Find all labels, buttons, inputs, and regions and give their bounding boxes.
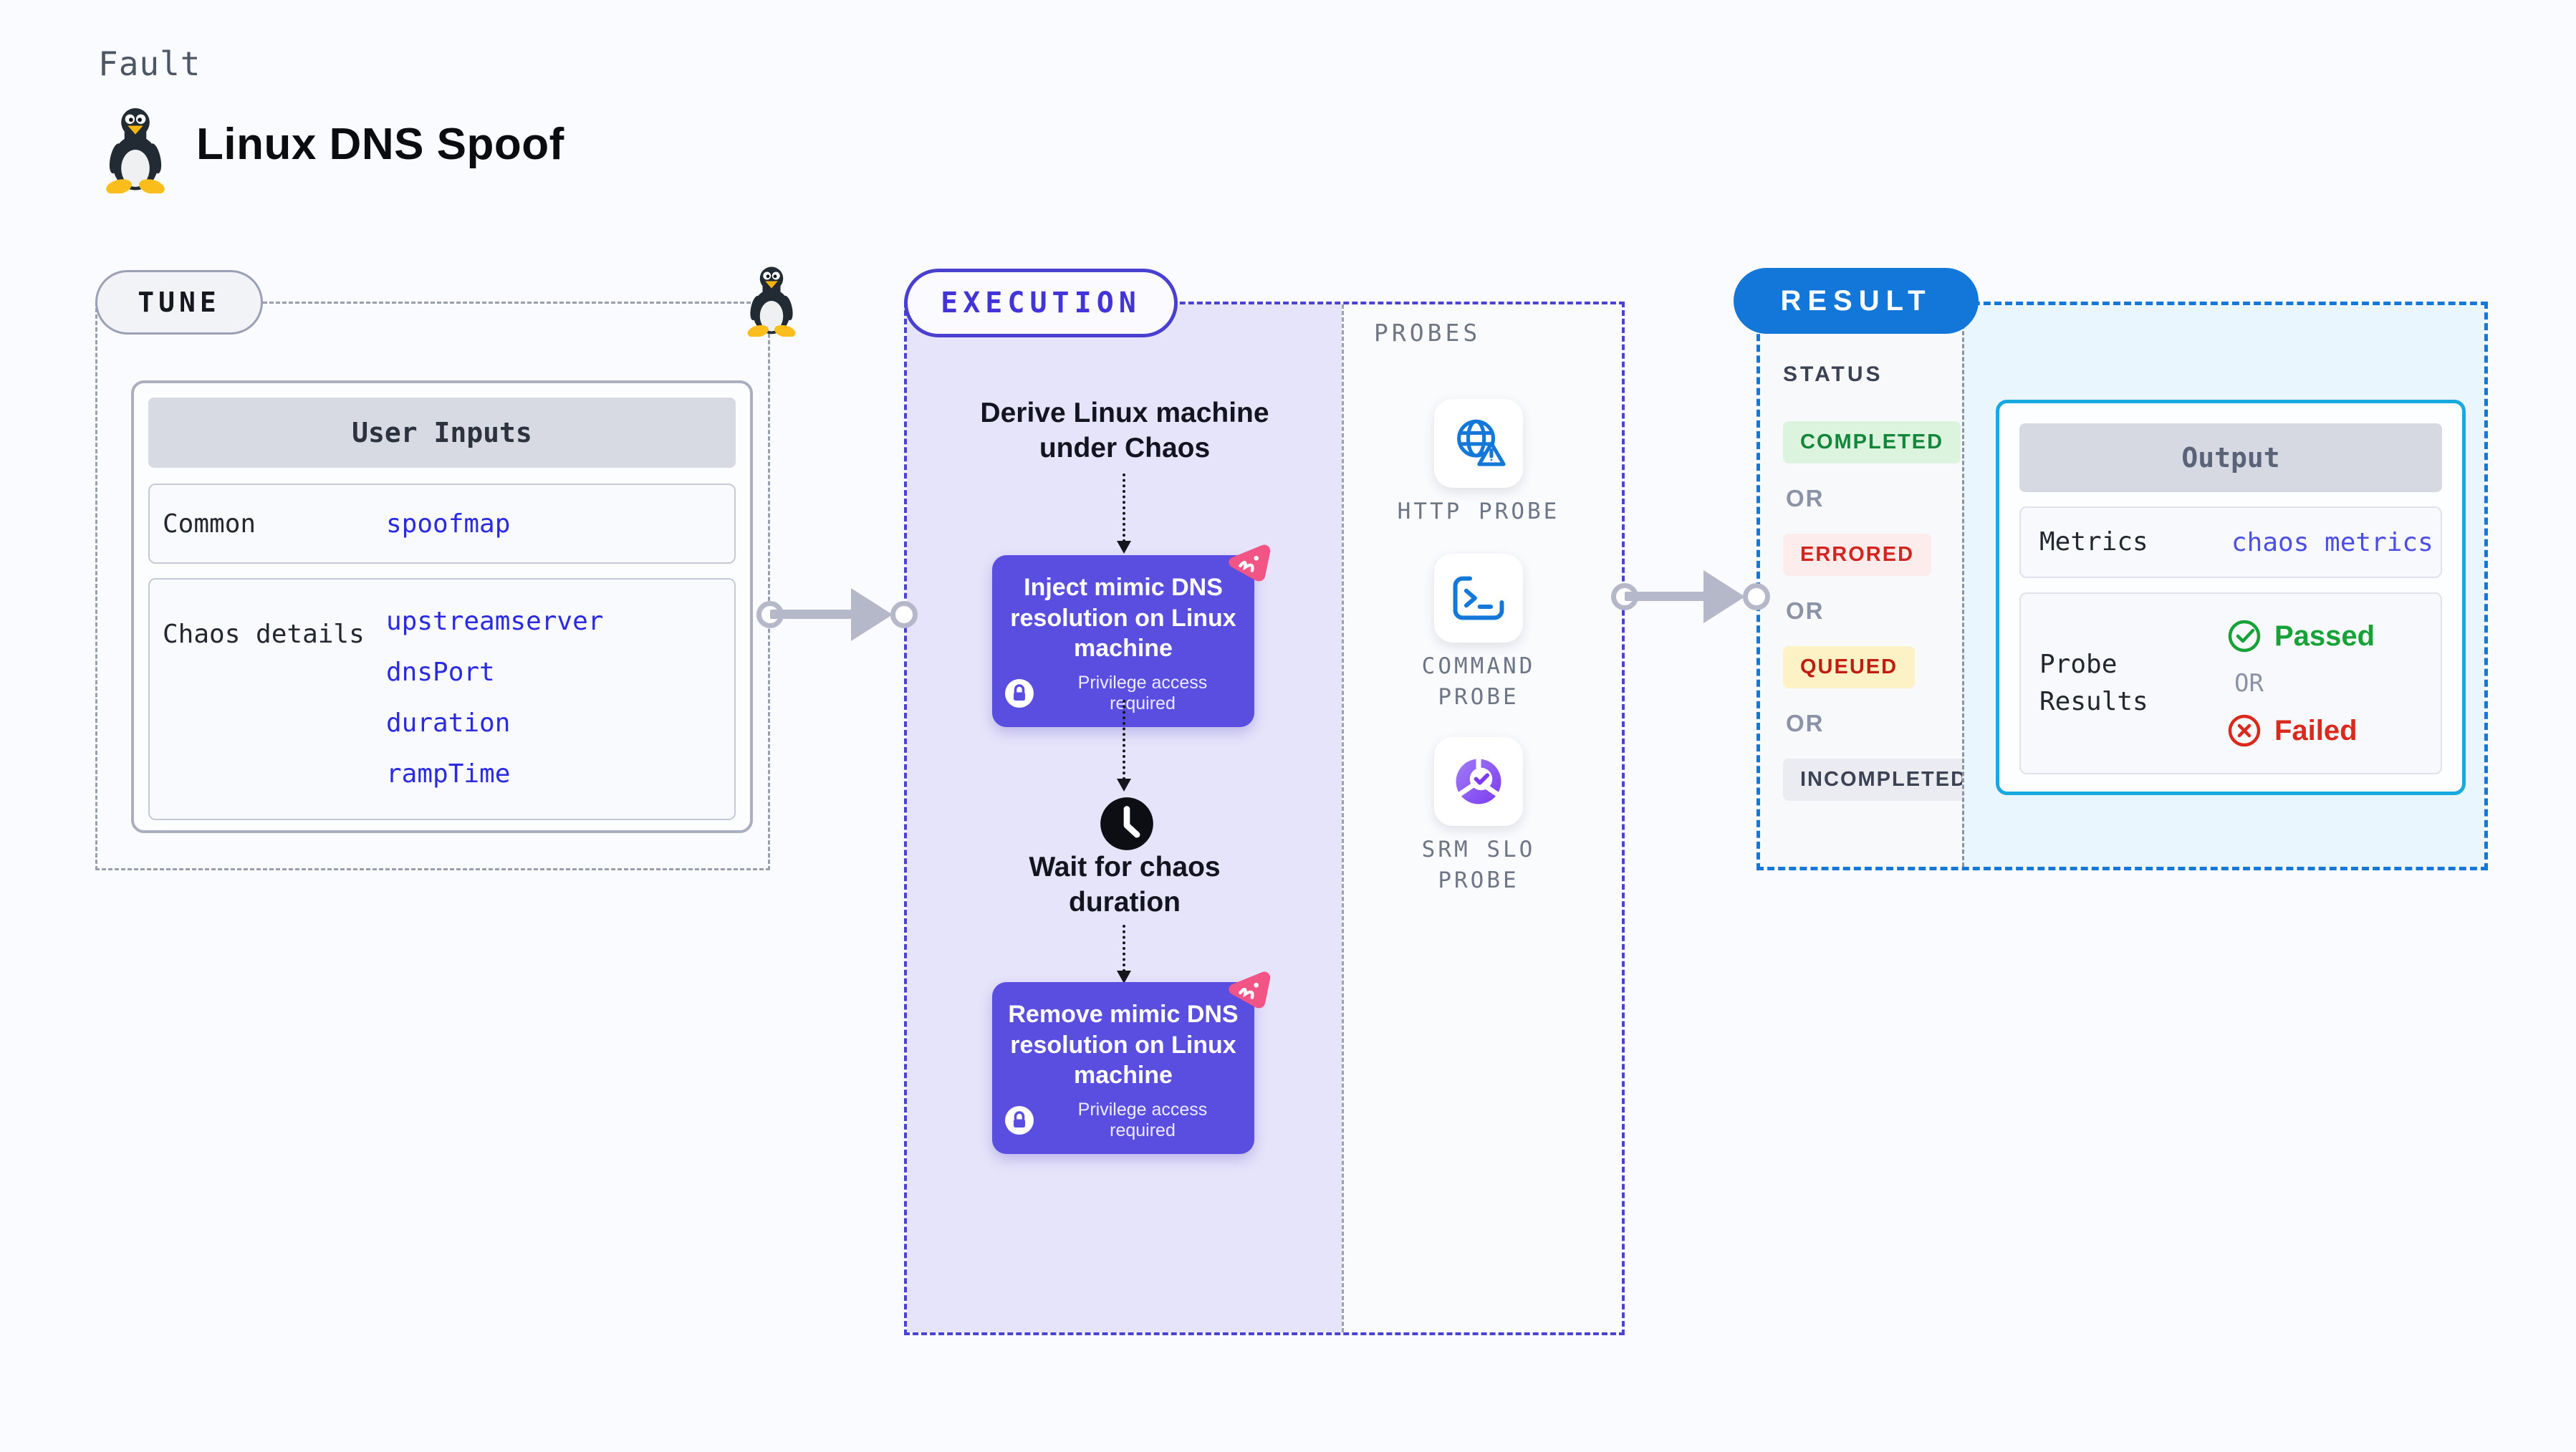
execution-section-label: EXECUTION: [904, 269, 1178, 337]
check-circle-icon: [2228, 620, 2261, 653]
arrow-line: [1625, 592, 1708, 601]
output-card: Output Metrics chaos metrics Probe Resul…: [1996, 400, 2466, 795]
arrow-head: [1703, 570, 1745, 623]
or-separator: OR: [1786, 710, 1825, 736]
inject-node-title: Inject mimic DNS resolution on Linux mac…: [1010, 574, 1236, 662]
output-header: Output: [2019, 423, 2442, 492]
arrow-line: [770, 610, 855, 619]
inject-chaos-node: Inject mimic DNS resolution on Linux mac…: [992, 555, 1254, 727]
srm-slo-probe-card: [1434, 737, 1523, 826]
probes-pane: PROBES HTTP PROBE COMMA: [1342, 304, 1622, 1332]
flow-connector-arrowhead: [1117, 541, 1131, 554]
command-probe-label: COMMAND PROBE: [1421, 653, 1536, 711]
flow-connector: [1123, 925, 1125, 972]
user-inputs-header: User Inputs: [148, 398, 736, 468]
table-row-chaos-details: Chaos details upstreamserver dnsPort dur…: [148, 578, 736, 820]
flow-connector-arrowhead: [1117, 779, 1131, 792]
input-link-upstreamserver[interactable]: upstreamserver: [386, 607, 604, 636]
lock-icon: [1005, 678, 1034, 708]
remove-node-title: Remove mimic DNS resolution on Linux mac…: [1008, 1001, 1239, 1089]
privilege-note: Privilege access required: [1077, 1099, 1208, 1140]
flow-connector: [1123, 700, 1125, 780]
globe-alert-icon: [1457, 419, 1506, 466]
pie-check-icon: [1456, 756, 1501, 804]
probe-results-label: Probe Results: [2039, 649, 2148, 716]
status-badge-errored: ERRORED: [1783, 534, 1932, 576]
or-separator: OR: [1786, 597, 1825, 624]
arrow-head: [851, 588, 893, 641]
row-label: Chaos details: [163, 620, 365, 649]
arrow-end-node: [1743, 583, 1770, 610]
flow-connector: [1123, 473, 1125, 542]
passed-text: Passed: [2274, 620, 2375, 652]
x-circle-icon: [2228, 714, 2261, 747]
or-separator: OR: [1786, 485, 1825, 511]
tux-linux-icon-small: [746, 266, 797, 337]
or-separator: OR: [2234, 669, 2264, 698]
result-section-label: RESULT: [1734, 268, 1979, 334]
table-row-common: Common spoofmap: [148, 484, 736, 564]
passed-outcome: Passed: [2227, 619, 2375, 653]
http-probe-card: [1434, 399, 1523, 488]
status-badge-queued: QUEUED: [1783, 646, 1916, 688]
terminal-icon: [1453, 576, 1504, 620]
result-section: STATUS COMPLETED OR ERRORED OR QUEUED OR…: [1756, 302, 2488, 870]
status-badge-incompleted: INCOMPLETED: [1783, 759, 1985, 801]
srm-slo-probe-label: SRM SLO PROBE: [1421, 837, 1536, 894]
metrics-label: Metrics: [2039, 527, 2148, 557]
remove-chaos-node: Remove mimic DNS resolution on Linux mac…: [992, 982, 1254, 1154]
tune-section: User Inputs Common spoofmap Chaos detail…: [95, 302, 770, 870]
probes-pane-label: PROBES: [1374, 319, 1481, 347]
failed-outcome: Failed: [2227, 713, 2375, 748]
probe-results-row: Probe Results Passed OR: [2019, 592, 2442, 774]
status-pane: STATUS COMPLETED OR ERRORED OR QUEUED OR…: [1760, 305, 1985, 867]
command-probe-card: [1434, 554, 1523, 643]
arrow-end-node: [890, 601, 918, 628]
step-derive-text: Derive Linux machine under Chaos: [980, 398, 1269, 463]
chaos-metrics-link[interactable]: chaos metrics: [2231, 527, 2433, 557]
status-heading: STATUS: [1783, 362, 1883, 386]
lock-icon: [1005, 1105, 1034, 1135]
input-link-duration[interactable]: duration: [386, 708, 511, 738]
tux-linux-icon: [104, 108, 167, 193]
input-link-spoofmap[interactable]: spoofmap: [386, 509, 511, 539]
status-badge-completed: COMPLETED: [1783, 421, 1961, 463]
user-inputs-card: User Inputs Common spoofmap Chaos detail…: [131, 380, 753, 833]
row-label: Common: [163, 509, 256, 539]
output-pane: Output Metrics chaos metrics Probe Resul…: [1962, 305, 2484, 867]
http-probe-label: HTTP PROBE: [1397, 499, 1560, 524]
clock-icon: [1100, 797, 1153, 850]
execution-section: Derive Linux machine under Chaos Inject …: [904, 302, 1625, 1335]
failed-text: Failed: [2274, 714, 2358, 746]
fault-kicker: Fault: [98, 44, 201, 83]
step-wait-text: Wait for chaos duration: [1029, 852, 1221, 918]
execution-flow-pane: Derive Linux machine under Chaos Inject …: [907, 304, 1342, 1332]
metrics-row: Metrics chaos metrics: [2019, 506, 2442, 578]
chaos-spark-icon: [1226, 968, 1272, 1014]
flow-connector-arrowhead: [1117, 971, 1131, 984]
input-link-dnsport[interactable]: dnsPort: [386, 658, 495, 687]
chaos-spark-icon: [1226, 541, 1272, 587]
page-title: Linux DNS Spoof: [196, 120, 564, 169]
tune-section-label: TUNE: [95, 270, 263, 335]
privilege-note: Privilege access required: [1077, 672, 1208, 713]
input-link-ramptime[interactable]: rampTime: [386, 759, 511, 789]
